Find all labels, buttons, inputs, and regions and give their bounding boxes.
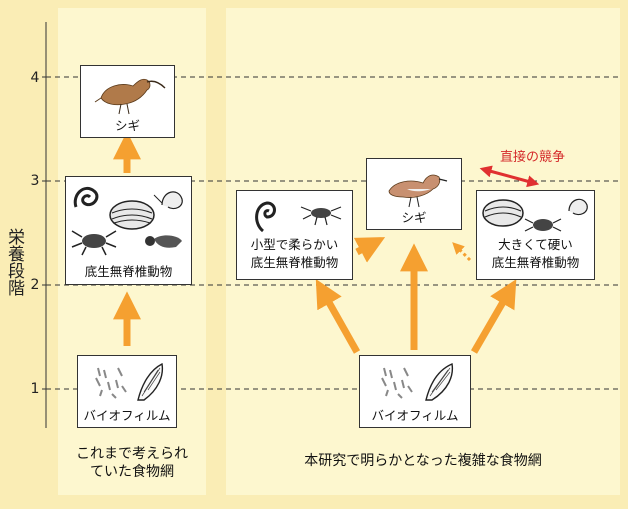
label-large-hard-line1: 大きくて硬い xyxy=(498,237,573,252)
node-biofilm-right: バイオフィルム xyxy=(359,355,471,428)
node-shorebird-left: シギ xyxy=(80,65,175,138)
arrow-large-hard-to-shorebird-dotted xyxy=(452,242,472,262)
competition-arrow xyxy=(479,165,540,188)
caption-left-line1: これまで考えられ xyxy=(76,446,188,462)
large-hard-invertebrates-icon xyxy=(482,198,588,232)
label-small-soft-line1: 小型で柔らかい xyxy=(250,237,339,252)
caption-right: 本研究で明らかとなった複雑な食物網 xyxy=(304,453,542,469)
arrow-biofilm-to-small-soft xyxy=(315,279,361,354)
tick-label-3: 3 xyxy=(30,173,40,189)
sandpiper-icon xyxy=(388,174,448,208)
label-shorebird-left: シギ xyxy=(114,118,140,133)
tick-label-2: 2 xyxy=(30,277,40,293)
node-large-hard-invertebrates: 大きくて硬い 底生無脊椎動物 xyxy=(476,190,595,280)
small-soft-invertebrates-icon xyxy=(255,201,342,233)
label-invertebrates-left: 底生無脊椎動物 xyxy=(84,264,173,279)
node-small-soft-invertebrates: 小型で柔らかい 底生無脊椎動物 xyxy=(236,190,353,280)
label-shorebird-right: シギ xyxy=(401,210,427,225)
label-small-soft-line2: 底生無脊椎動物 xyxy=(250,255,339,270)
node-shorebird-right: シギ xyxy=(366,158,462,230)
biofilm-icon xyxy=(95,362,164,401)
biofilm-icon xyxy=(381,363,454,401)
arrow-biofilm-to-large-hard xyxy=(470,279,517,354)
invertebrates-icon xyxy=(71,186,183,256)
arrow-small-soft-to-shorebird xyxy=(353,237,386,263)
axis-title: 栄養段階 xyxy=(4,228,24,296)
tick-label-1: 1 xyxy=(30,381,40,397)
node-invertebrates-left: 底生無脊椎動物 xyxy=(65,176,192,285)
curlew-icon xyxy=(94,78,166,115)
caption-left-line2: ていた食物網 xyxy=(90,464,174,480)
tick-label-4: 4 xyxy=(30,70,40,86)
competition-label: 直接の競争 xyxy=(500,150,566,165)
node-biofilm-left: バイオフィルム xyxy=(77,355,177,428)
label-biofilm-left: バイオフィルム xyxy=(83,408,171,423)
label-large-hard-line2: 底生無脊椎動物 xyxy=(491,255,580,270)
label-biofilm-right: バイオフィルム xyxy=(371,408,459,423)
